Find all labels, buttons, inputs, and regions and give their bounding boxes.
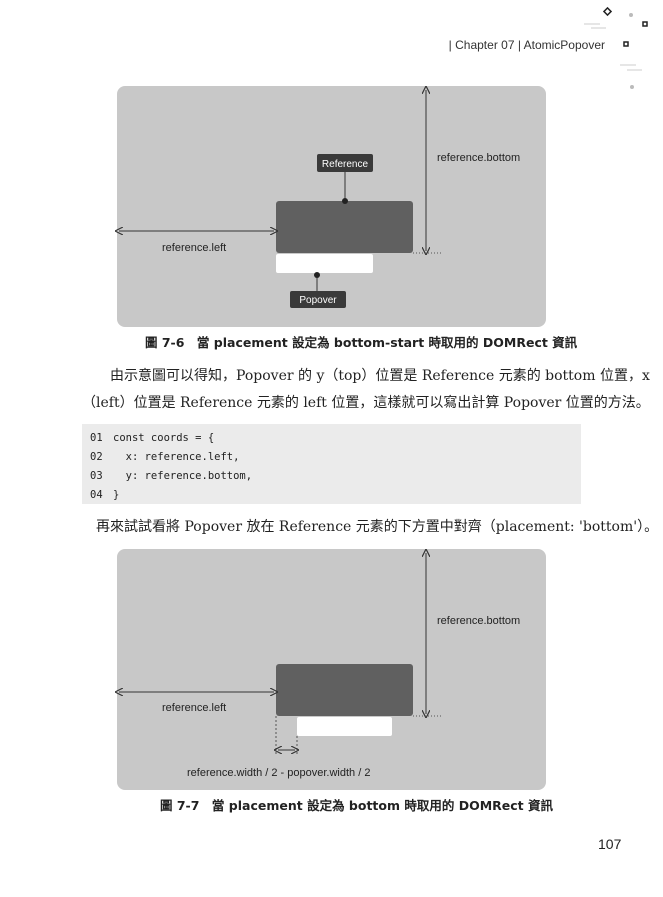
paragraph: 再來試試看將 Popover 放在 Reference 元素的下方置中對齊（pl… <box>96 519 659 535</box>
figure-7-6: Reference Popover reference.left referen… <box>0 86 546 327</box>
popover-tag-label: Popover <box>299 295 337 306</box>
paragraph-line: （left）位置是 Reference 元素的 left 位置，這樣就可以寫出計… <box>82 395 650 411</box>
reference-tag <box>317 154 373 172</box>
running-header: | Chapter 07 | AtomicPopover <box>449 38 605 52</box>
code-line: y: reference.bottom, <box>113 470 253 482</box>
figure-7-7: reference.left reference.bottom referenc… <box>0 549 546 790</box>
code-line: const coords = { <box>113 432 215 444</box>
chapter-number: | Chapter 07 | <box>448 38 521 52</box>
page-number: 107 <box>598 836 622 852</box>
line-number: 03 <box>90 470 103 482</box>
line-number: 01 <box>90 432 103 444</box>
bottom-label: reference.bottom <box>437 152 520 164</box>
line-number: 04 <box>90 489 103 501</box>
figure-caption-7-6: 圖 7-6 當 placement 設定為 bottom-start 時取用的 … <box>145 335 578 350</box>
left-label: reference.left <box>162 702 226 714</box>
bottom-label: reference.bottom <box>437 615 520 627</box>
figure-caption-7-7: 圖 7-7 當 placement 設定為 bottom 時取用的 DOMRec… <box>160 798 554 813</box>
left-label: reference.left <box>162 242 226 254</box>
popover-tag <box>290 291 346 308</box>
code-block: 01 const coords = { 02 x: reference.left,… <box>82 424 581 504</box>
reference-tag-label: Reference <box>322 159 369 170</box>
popover-element <box>297 717 392 736</box>
offset-label: reference.width / 2 - popover.width / 2 <box>187 767 370 779</box>
chapter-title: AtomicPopover <box>523 38 605 52</box>
code-line: x: reference.left, <box>113 451 240 463</box>
code-line: } <box>113 489 120 501</box>
paragraph-line: 由示意圖可以得知，Popover 的 y（top）位置是 Reference 元… <box>110 368 650 384</box>
popover-element <box>276 254 373 273</box>
reference-element <box>276 201 413 253</box>
header-decoration <box>584 6 648 89</box>
line-number: 02 <box>90 451 103 463</box>
reference-element <box>276 664 413 716</box>
